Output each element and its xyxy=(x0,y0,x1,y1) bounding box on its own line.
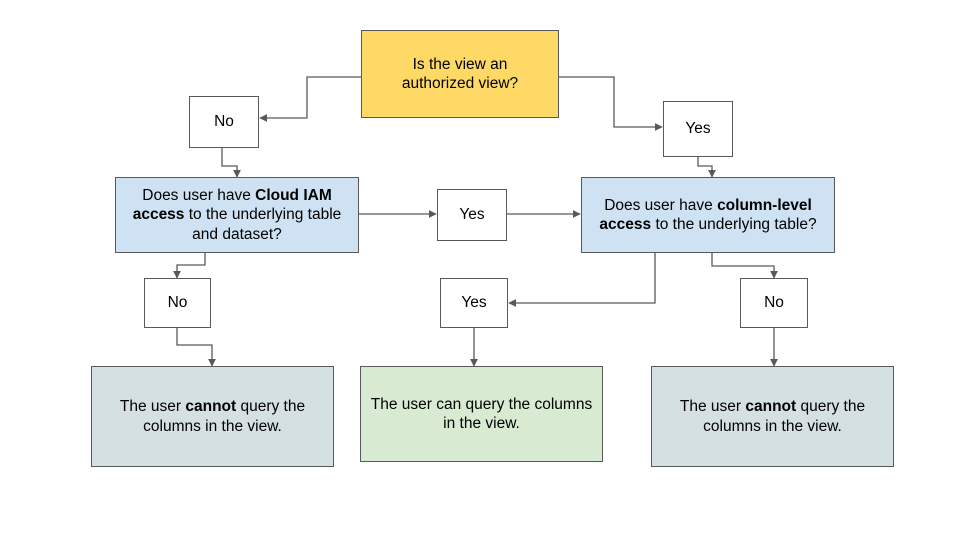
outcome-right-bold: cannot xyxy=(745,398,797,416)
iam-yes-label: Yes xyxy=(459,206,485,224)
node-iam-no[interactable]: No xyxy=(144,278,211,328)
node-column-question[interactable]: Does user have column-level access to th… xyxy=(581,177,835,253)
column-question-text: Does user have column-level access to th… xyxy=(582,196,834,235)
iam-no-label: No xyxy=(167,294,188,312)
start-question-line2: authorized view? xyxy=(401,75,519,92)
node-column-yes[interactable]: Yes xyxy=(440,278,508,328)
outcome-right-text: The user cannot query the columns in the… xyxy=(652,397,893,436)
start-no-label: No xyxy=(214,113,234,131)
column-question-part2: to the underlying table? xyxy=(651,216,817,233)
outcome-left-text: The user cannot query the columns in the… xyxy=(92,397,333,436)
edge-start-to-no xyxy=(259,76,361,122)
outcome-left-part1: The user xyxy=(119,398,186,416)
column-no-label: No xyxy=(764,294,784,312)
edge-column-to-no xyxy=(711,252,778,279)
iam-question-part1: Does user have xyxy=(142,186,256,204)
outcome-right-part2: query the columns in the view. xyxy=(703,398,866,435)
edge-no-to-outcome-left xyxy=(176,328,216,367)
edge-no-to-iam xyxy=(221,148,241,178)
column-question-bold: column-level access xyxy=(599,196,812,233)
node-start-no[interactable]: No xyxy=(189,96,259,148)
outcome-left-bold: cannot xyxy=(185,398,237,416)
node-start-question[interactable]: Is the view an authorized view? xyxy=(361,30,559,118)
node-outcome-right[interactable]: The user cannot query the columns in the… xyxy=(651,366,894,467)
start-yes-label: Yes xyxy=(685,120,711,138)
iam-question-bold: Cloud IAM access xyxy=(132,186,332,224)
node-outcome-left[interactable]: The user cannot query the columns in the… xyxy=(91,366,334,467)
node-iam-question[interactable]: Does user have Cloud IAM access to the u… xyxy=(115,177,359,253)
edge-yes-to-column xyxy=(697,157,716,178)
start-question-text: Is the view an authorized view? xyxy=(362,55,558,94)
node-outcome-middle[interactable]: The user can query the columns in the vi… xyxy=(360,366,603,462)
column-question-part1: Does user have xyxy=(604,196,718,214)
node-start-yes[interactable]: Yes xyxy=(663,101,733,157)
outcome-middle-text: The user can query the columns in the vi… xyxy=(370,395,593,432)
column-yes-label: Yes xyxy=(461,294,487,312)
node-column-no[interactable]: No xyxy=(740,278,808,328)
iam-question-text: Does user have Cloud IAM access to the u… xyxy=(116,186,358,244)
iam-question-part2: to the underlying table and dataset? xyxy=(184,206,342,243)
start-question-line1: Is the view an xyxy=(412,55,508,73)
edge-iam-to-no xyxy=(173,252,206,279)
outcome-left-part2: query the columns in the view. xyxy=(143,398,306,435)
node-iam-yes[interactable]: Yes xyxy=(437,189,507,241)
edge-column-to-yes xyxy=(508,252,656,307)
edge-start-to-yes xyxy=(559,76,663,131)
outcome-right-part1: The user xyxy=(679,398,746,416)
